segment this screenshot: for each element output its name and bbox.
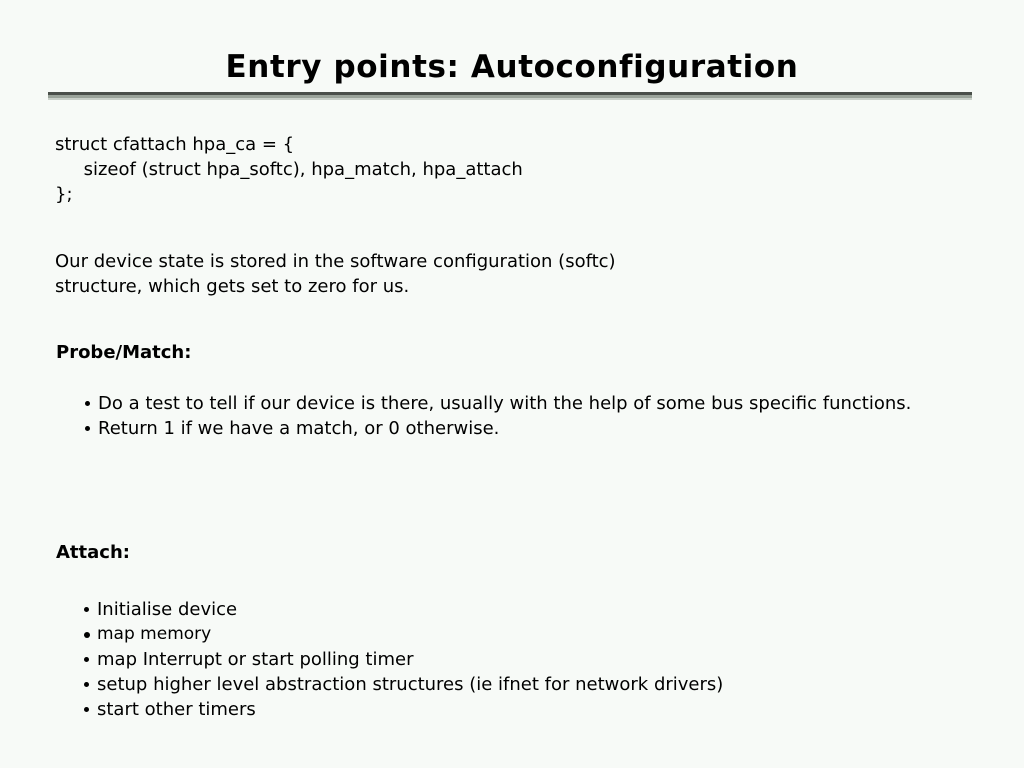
code-block: struct cfattach hpa_ca = { sizeof (struc…	[55, 134, 523, 205]
list-item: map memory	[84, 622, 1024, 647]
list-item-label: setup higher level abstraction structure…	[97, 674, 724, 695]
intro-paragraph: Our device state is stored in the softwa…	[55, 249, 1024, 299]
probe-match-bullet-list: Do a test to tell if our device is there…	[0, 391, 1024, 441]
section-heading-attach: Attach:	[56, 542, 130, 563]
list-item-label: Do a test to tell if our device is there…	[98, 393, 912, 414]
bullet-dot-icon	[85, 401, 90, 406]
slide-body: struct cfattach hpa_ca = { sizeof (struc…	[0, 132, 1024, 722]
list-item: Initialise device	[84, 597, 1024, 622]
intro-paragraph-line-2: structure, which gets set to zero for us…	[55, 276, 410, 297]
list-item: map Interrupt or start polling timer	[84, 647, 1024, 672]
bullet-dot-icon	[84, 657, 89, 662]
bullet-dot-icon	[84, 682, 89, 687]
list-item-label: Initialise device	[97, 599, 238, 620]
list-item: setup higher level abstraction structure…	[84, 672, 1024, 697]
list-item-label: start other timers	[97, 699, 256, 720]
attach-bullet-list: Initialise device map memory map Interru…	[0, 597, 1024, 722]
title-divider	[48, 92, 972, 100]
bullet-dot-icon	[84, 707, 89, 712]
list-item: Return 1 if we have a match, or 0 otherw…	[85, 416, 1024, 441]
list-item-label: Return 1 if we have a match, or 0 otherw…	[98, 418, 500, 439]
list-item: start other timers	[84, 697, 1024, 722]
bullet-dot-icon	[84, 632, 90, 638]
list-item-label: map memory	[97, 624, 212, 644]
list-item-label: map Interrupt or start polling timer	[97, 649, 414, 670]
page-title: Entry points: Autoconfiguration	[225, 49, 799, 85]
list-item: Do a test to tell if our device is there…	[85, 391, 1024, 416]
section-heading-probe-match: Probe/Match:	[56, 342, 192, 363]
bullet-dot-icon	[85, 426, 90, 431]
bullet-dot-icon	[84, 607, 89, 612]
intro-paragraph-line-1: Our device state is stored in the softwa…	[55, 251, 616, 272]
